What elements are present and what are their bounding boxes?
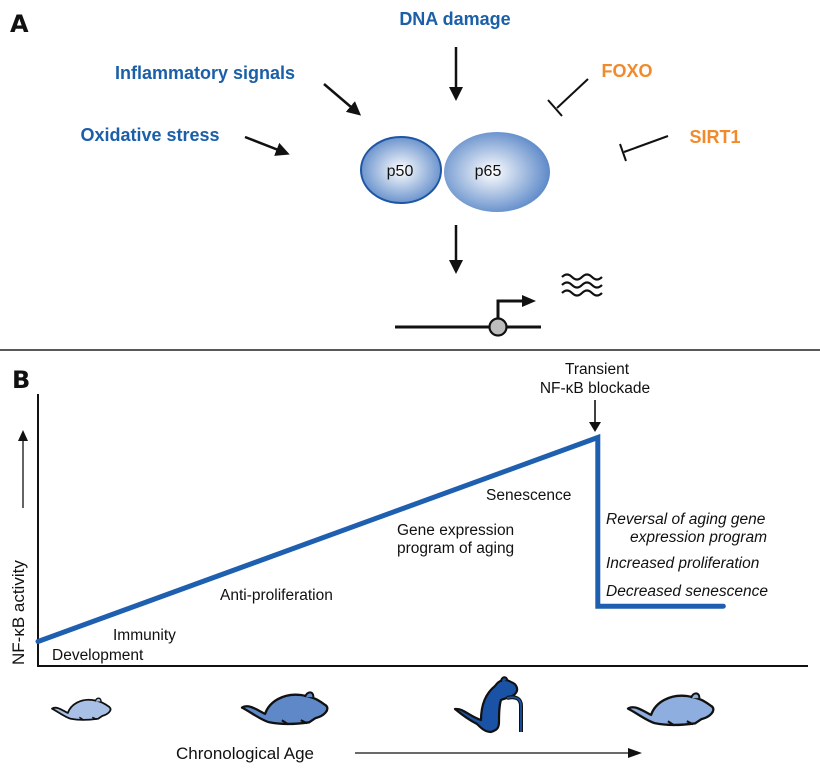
development-label: Development [52,647,144,664]
senescence-label: Senescence [486,487,571,504]
reversal-label-line2: expression program [630,529,767,546]
y-axis-title-group: NF-κB activity [9,560,28,665]
foxo-inhibition-bar [547,78,589,117]
inflammatory-signals-label: Inflammatory signals [115,63,295,83]
oxidative-stress-arrow [244,135,290,156]
sirt1-inhibition-bar [619,135,669,162]
panel-a: A DNA damage Inflammatory signals Oxidat… [10,9,741,337]
transcription-start-arrowhead [522,295,536,307]
inflammatory-signals-arrow [323,83,362,116]
panel-b: B NF-κB activity Transient NF-κB blockad… [9,361,808,763]
young-mouse-icon [51,697,112,721]
mrna-icon [561,273,603,297]
increased-proliferation-label: Increased proliferation [606,555,759,572]
reversal-label-line1: Reversal of aging gene [606,511,766,528]
transcription-start-arrow [496,299,524,318]
age-arrowhead [628,748,642,758]
x-axis-title: Chronological Age [176,744,314,763]
immunity-label: Immunity [113,627,176,644]
promoter-circle [488,317,508,337]
rejuvenated-mouse-icon [626,692,715,727]
panel-b-label: B [12,366,30,394]
p50-subunit [360,136,442,204]
panel-a-label: A [10,10,29,38]
oxidative-stress-label: Oxidative stress [80,125,219,145]
p65-subunit [444,132,550,212]
anti-proliferation-label: Anti-proliferation [220,587,333,604]
gene-expression-label-line1: Gene expression [397,522,514,539]
blockade-label-line2: NF-κB blockade [540,380,650,397]
gene-expression-label-line2: program of aging [397,540,514,557]
p50-label: p50 [387,163,414,180]
adult-mouse-icon [240,691,329,726]
blockade-label-line1: Transient [565,361,630,378]
nfkb-activity-line [35,433,726,644]
foxo-label: FOXO [601,61,652,81]
y-axis-title: NF-κB activity [9,560,28,665]
nfkb-complex: p50 p65 [360,132,550,212]
y-axis-arrowhead [18,430,28,441]
old-mouse-icon [453,676,523,734]
sirt1-label: SIRT1 [689,127,740,147]
nfkb-activity-points [38,438,723,642]
p65-label: p65 [475,163,502,180]
gene-promoter [395,295,541,337]
blockade-arrowhead [589,422,601,432]
dna-damage-label: DNA damage [399,9,510,29]
decreased-senescence-label: Decreased senescence [606,583,768,600]
